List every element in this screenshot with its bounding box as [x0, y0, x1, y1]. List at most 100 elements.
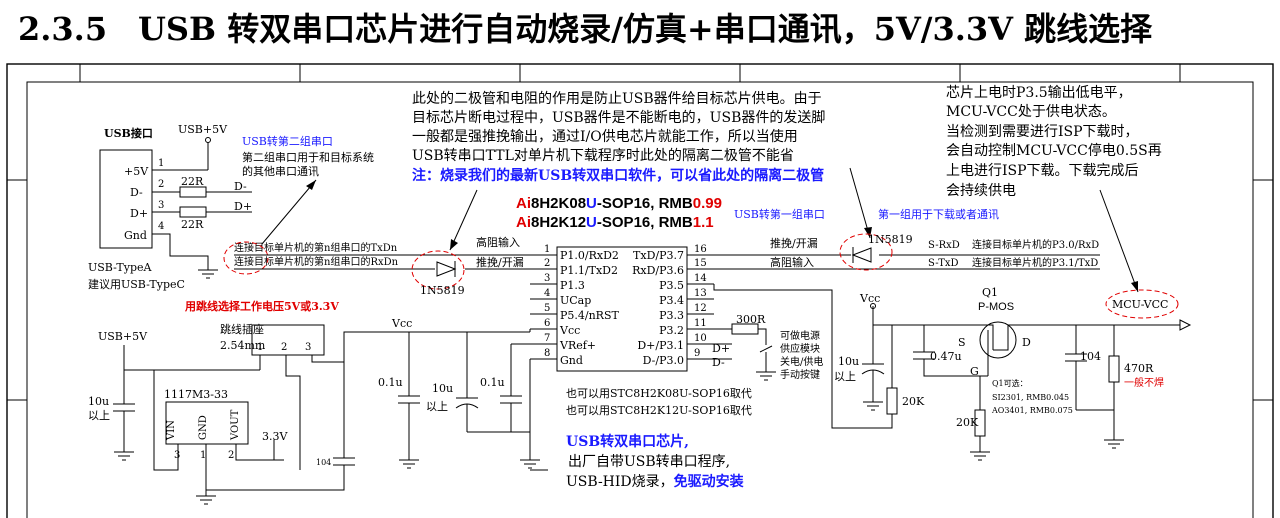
chip-left-pin-name: Gnd	[560, 354, 583, 367]
svg-text:Ai8H2K12U-SOP16, RMB1.1: Ai8H2K12U-SOP16, RMB1.1	[516, 214, 714, 231]
usb-type-a: USB-TypeA	[88, 261, 153, 274]
cap-c2b: 以上	[426, 400, 448, 413]
usb-pin-number: 3	[158, 200, 164, 211]
usb-vcc-label: USB+5V	[178, 123, 228, 136]
chip-right-pin-number: 15	[694, 258, 707, 269]
jumper-pin: 2	[281, 342, 287, 353]
usb-pin-number: 1	[158, 158, 164, 169]
diode-note-line: USB转串口TTL对单片机下载程序时此处的隔离二极管不能省	[412, 147, 794, 164]
mos-r3: 470R	[1124, 362, 1154, 375]
chip-left-pin-name: P1.1/TxD2	[560, 264, 618, 277]
chip-dminus-label: D-	[712, 356, 725, 369]
usb-pin-number: 2	[158, 179, 164, 190]
jumper-vcc: Vcc	[391, 317, 412, 330]
diode-note-line: 此处的二极管和电阻的作用是防止USB器件给目标芯片供电。由于	[412, 91, 822, 107]
group1-rxd-label: 连接目标单片机的P3.0/RxD	[972, 238, 1099, 251]
mos-opt1: SI2301, RMB0.045	[992, 393, 1069, 402]
chip-right-pin-name: P3.5	[659, 279, 684, 292]
chip-note: USB转双串口芯片, 出厂自带USB转串口程序, USB-HID烧录，免驱动安装	[530, 433, 745, 490]
mos-power-switch: Vcc 10u 以上 20K 0.47u Q1 P-MOS S D G Q1可选…	[713, 284, 1192, 461]
diode-left: 1N5819	[411, 250, 465, 297]
chip-name2-price: 1.1	[693, 214, 714, 231]
ldo-gnd: GND	[198, 415, 209, 440]
mcu-vcc-label: MCU-VCC	[1112, 298, 1168, 311]
power-note-line: 会持续供电	[946, 182, 1016, 199]
button-label: 供应模块	[780, 342, 820, 355]
mos-c1: 10u	[838, 355, 859, 368]
usb-r2-label: 22R	[181, 218, 204, 231]
group2-title: USB转第二组串口	[242, 134, 333, 148]
chip-left-pin-name: VRef+	[559, 339, 596, 352]
jumper-pitch: 2.54mm	[220, 339, 266, 352]
chip-alt2: 也可以用STC8H2K12U-SOP16取代	[566, 404, 752, 417]
group1-desc: 第一组用于下载或者通讯	[878, 207, 999, 221]
mos-d: D	[1022, 336, 1031, 349]
section-number: 2.3.5	[18, 10, 108, 48]
chip-left-pin-number: 1	[544, 244, 550, 255]
chip-right-pin-name: D-/P3.0	[643, 354, 684, 367]
group1-serial: USB转第一组串口 第一组用于下载或者通讯 推挽/开漏 高阻输入 1N5819 …	[714, 167, 1100, 271]
mos-type: P-MOS	[978, 301, 1014, 313]
ldo-vin: VIN	[166, 420, 177, 441]
cap-c2: 10u	[432, 382, 453, 395]
usb-connector: USB接口 USB+5V +5V D- D+ Gnd 1 2 3 4 USB-T…	[88, 123, 252, 291]
usb-title: USB接口	[104, 126, 153, 140]
chip-left-pin-number: 5	[544, 303, 550, 314]
jumper-name: 跳线插座	[220, 322, 264, 336]
jumper-section: 用跳线选择工作电压5V或3.3V 跳线插座 2.54mm USB+5V 1 2 …	[88, 299, 531, 505]
power-note-line: 芯片上电时P3.5输出低电平，	[946, 85, 1132, 101]
mos-c3: 104	[1080, 350, 1101, 363]
ldo-cin: 10u	[88, 395, 109, 408]
mos-opt2: AO3401, RMB0.075	[991, 406, 1073, 415]
power-note-line: 上电进行ISP下载。下载完成后	[946, 163, 1139, 179]
button-label: 关电/供电	[780, 355, 823, 368]
chip-right-pin-number: 13	[694, 288, 707, 299]
mos-q: Q1	[982, 286, 998, 299]
ldo-pin: 1	[200, 450, 206, 461]
ldo-out: 3.3V	[262, 430, 288, 443]
chip-right-pin-number: 10	[694, 333, 707, 344]
chip-left-pin-number: 3	[544, 273, 550, 284]
diode-note-line: 一般都是强推挽输出，通过I/O供电芯片就能工作，所以当使用	[412, 128, 798, 145]
chip-right-pin-name: TxD/P3.7	[633, 249, 684, 262]
cap-c1: 0.1u	[378, 376, 403, 389]
usb-pin-label: +5V	[124, 165, 149, 178]
group1-tx-mode: 推挽/开漏	[770, 236, 818, 250]
usb-pin-label: Gnd	[124, 229, 147, 242]
chip-left-pin-number: 4	[544, 288, 550, 299]
usb-pin-label: D-	[130, 186, 143, 199]
ldo-cout: 104	[316, 458, 331, 467]
ldo-vout: VOUT	[230, 409, 241, 441]
chip-name1-mid: 8H2K08	[531, 195, 586, 212]
chip-name2-rest: -SOP16, RMB	[597, 214, 693, 231]
chip-note-line2: 出厂自带USB转串口程序,	[568, 454, 730, 470]
usb-pin-number: 4	[158, 221, 164, 232]
group1-stxd: S-TxD	[928, 258, 959, 269]
mos-vcc: Vcc	[859, 292, 880, 305]
chip-right-pin-name: P3.4	[659, 294, 684, 307]
chip-name: Ai8H2K08U-SOP16, RMB0.99 Ai8H2K12U-SOP16…	[516, 195, 722, 231]
power-note-line: MCU-VCC处于供电状态。	[946, 104, 1116, 120]
power-note-line: 会自动控制MCU-VCC停电0.5S再	[946, 142, 1162, 159]
jumper-pin: 3	[305, 342, 311, 353]
chip-left-pin-name: P5.4/nRST	[560, 309, 620, 322]
diode-note: 此处的二极管和电阻的作用是防止USB器件给目标芯片供电。由于 目标芯片断电过程中…	[412, 91, 825, 251]
power-button[interactable]: 300R 可做电源 供应模块 关电/供电 手动按键	[714, 313, 823, 381]
mos-s: S	[958, 336, 966, 349]
button-resistor: 300R	[736, 313, 766, 326]
diode-note-highlight: 注：烧录我们的最新USB转双串口软件，可以省此处的隔离二极管	[412, 167, 824, 184]
mos-r1: 20K	[902, 395, 925, 408]
mos-opt-title: Q1可选：	[992, 378, 1028, 388]
jumper-usb5v: USB+5V	[98, 330, 148, 343]
group2-txd-label: 连接目标单片机的第n组串口的RxDn	[234, 255, 399, 268]
decoupling-caps: 0.1u 10u 以上 0.1u	[378, 332, 540, 469]
chip-left-pin-name: P1.3	[560, 279, 585, 292]
chip-right-pin-name: RxD/P3.6	[632, 264, 684, 277]
jumper-title: 用跳线选择工作电压5V或3.3V	[185, 299, 339, 313]
group1-rx-mode: 高阻输入	[770, 255, 814, 269]
mos-r2: 20K	[956, 416, 979, 429]
diode-right-label: 1N5819	[868, 233, 913, 246]
button-label: 可做电源	[780, 329, 820, 342]
svg-text:USB-HID烧录，免驱动安装: USB-HID烧录，免驱动安装	[566, 473, 745, 490]
chip-rx2-mode: 高阻输入	[476, 235, 520, 249]
